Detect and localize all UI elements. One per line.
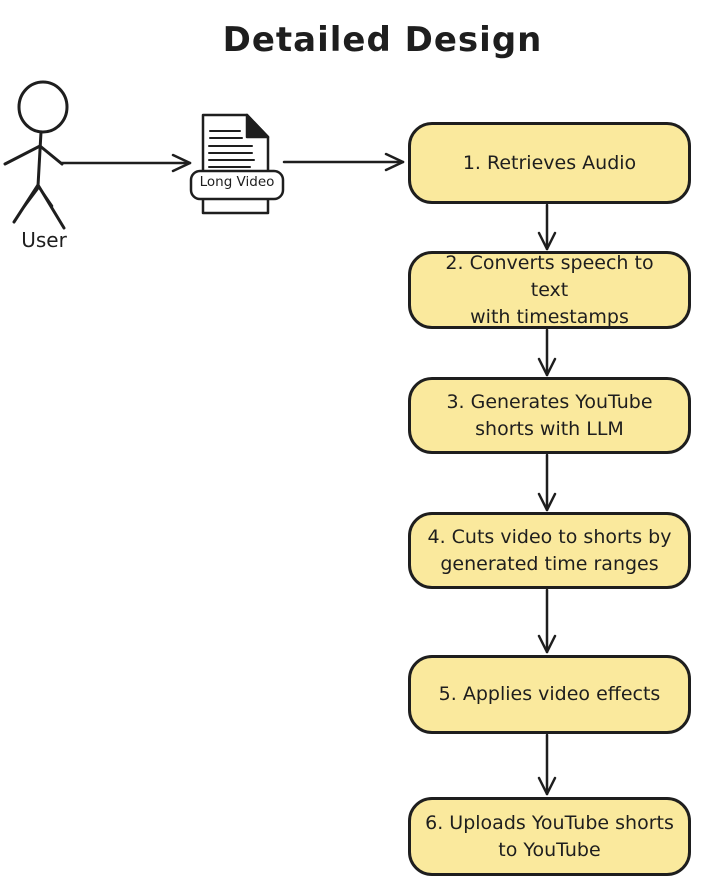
arrow-step-3-to-step-4 — [537, 453, 557, 512]
document-folded-corner — [245, 113, 270, 139]
stick-figure-legs — [12, 183, 66, 230]
step-label: 4. Cuts video to shorts by generated tim… — [427, 525, 672, 575]
arrow-step-5-to-step-6 — [537, 733, 557, 796]
diagram-title: Detailed Design — [222, 20, 543, 60]
long-video-label: Long Video — [199, 174, 275, 190]
step-label: 3. Generates YouTube shorts with LLM — [446, 390, 653, 440]
step-label: 1. Retrieves Audio — [462, 151, 637, 174]
stick-figure-arms — [3, 144, 64, 166]
arrow-user-to-document — [60, 153, 192, 173]
step-box-retrieves-audio: 1. Retrieves Audio — [408, 122, 691, 204]
arrow-step-4-to-step-5 — [537, 588, 557, 654]
step-label: 2. Converts speech to text with timestam… — [445, 251, 654, 328]
step-box-converts-speech-to-text: 2. Converts speech to text with timestam… — [408, 251, 691, 329]
arrow-step-2-to-step-3 — [537, 328, 557, 377]
arrow-step-1-to-step-2 — [537, 203, 557, 251]
step-label: 5. Applies video effects — [438, 683, 661, 705]
stick-figure-legs-inner — [22, 185, 54, 209]
document-ribbon-banner — [189, 169, 285, 201]
step-box-generates-youtube-shorts: 3. Generates YouTube shorts with LLM — [408, 377, 691, 454]
step-box-uploads-youtube-shorts: 6. Uploads YouTube shorts to YouTube — [408, 797, 691, 876]
step-box-applies-video-effects: 5. Applies video effects — [408, 655, 691, 734]
step-label: 6. Uploads YouTube shorts to YouTube — [425, 811, 674, 861]
stick-figure-head — [17, 80, 69, 134]
long-video-document-icon — [189, 113, 285, 215]
document-text-lines — [208, 130, 255, 168]
user-label: User — [21, 228, 67, 252]
user-stick-figure-icon — [3, 80, 69, 230]
step-box-cuts-video-to-shorts: 4. Cuts video to shorts by generated tim… — [408, 512, 691, 589]
stick-figure-body — [36, 130, 43, 188]
arrow-document-to-step-1 — [282, 152, 405, 172]
